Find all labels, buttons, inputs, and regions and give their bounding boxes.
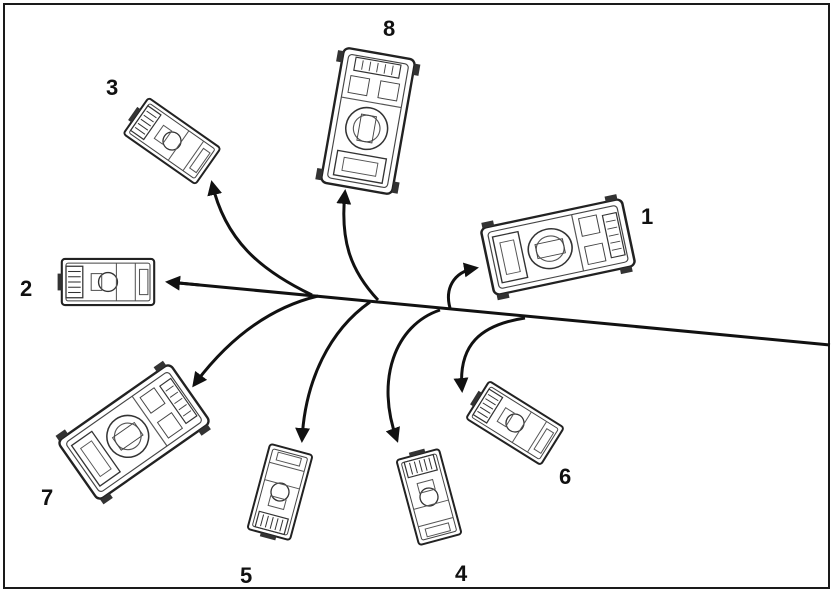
- vehicle-6: [461, 377, 565, 466]
- vehicle-7: [52, 357, 216, 507]
- arrow-to-vehicle-5: [295, 300, 371, 443]
- vehicle-label-1: 1: [641, 204, 654, 229]
- arrow-to-vehicle-8: [336, 189, 380, 302]
- main-trajectory-line: [167, 280, 831, 347]
- vehicle-label-8: 8: [383, 16, 396, 41]
- vehicle-3: [119, 94, 222, 186]
- arrow-to-vehicle-2: [165, 275, 201, 291]
- vehicle-label-7: 7: [41, 485, 54, 510]
- vehicle-5: [245, 442, 314, 546]
- arrow-to-vehicle-6: [453, 316, 526, 393]
- arrow-to-vehicle-1: [447, 262, 479, 309]
- vehicle-label-3: 3: [106, 75, 119, 100]
- vehicle-2: [56, 257, 156, 307]
- vehicle-label-5: 5: [240, 563, 253, 588]
- arrow-to-vehicle-7: [192, 294, 319, 388]
- vehicle-label-6: 6: [559, 464, 572, 489]
- vehicle-label-2: 2: [20, 276, 33, 301]
- arrow-to-vehicle-3: [207, 180, 313, 297]
- arrow-to-vehicle-4: [385, 308, 441, 443]
- diagram-frame: [3, 3, 830, 589]
- vehicle-1: [478, 192, 638, 302]
- vehicle-label-4: 4: [455, 561, 468, 586]
- vehicle-8: [313, 45, 423, 197]
- vehicle-4: [394, 443, 463, 547]
